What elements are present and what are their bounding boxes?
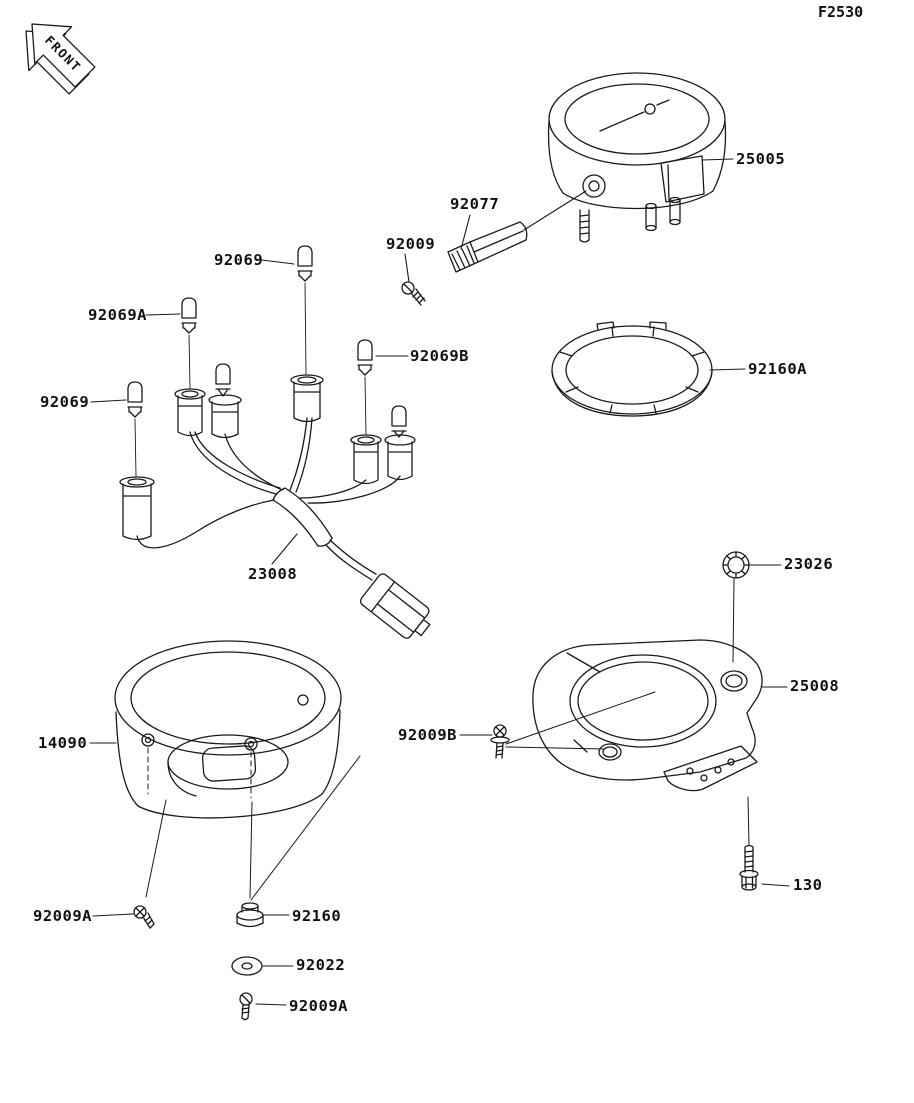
- knob-drawing: [447, 190, 587, 273]
- grommet-cap-drawing: [722, 551, 782, 663]
- meter-bracket-drawing: [532, 639, 788, 792]
- part-label-92022: 92022: [296, 956, 346, 974]
- meter-case-drawing: [89, 640, 361, 901]
- screw-92009a-left-drawing: [92, 905, 155, 929]
- part-label-25008: 25008: [790, 677, 840, 695]
- damper-drawing: [236, 902, 290, 928]
- part-label-92009: 92009: [386, 235, 436, 253]
- part-label-92069b: 92069B: [410, 347, 469, 365]
- part-label-92160a: 92160A: [748, 360, 807, 378]
- part-label-92077: 92077: [450, 195, 500, 213]
- part-label-92009b: 92009B: [398, 726, 457, 744]
- part-label-23026: 23026: [784, 555, 834, 573]
- part-label-23008: 23008: [248, 565, 298, 583]
- part-label-14090: 14090: [38, 734, 88, 752]
- part-label-130: 130: [793, 876, 823, 894]
- part-label-92069-top: 92069: [214, 251, 264, 269]
- part-label-92009a-bottom: 92009A: [289, 997, 348, 1015]
- bolt-130-drawing: [739, 796, 790, 891]
- figure-number: F2530: [818, 3, 864, 21]
- screw-92009a-bottom-drawing: [239, 992, 287, 1021]
- part-label-92009a-left: 92009A: [33, 907, 92, 925]
- meter-assembly-drawing: [547, 72, 734, 243]
- bulb-drawings: [127, 245, 407, 477]
- screw-92009b-drawing: [459, 691, 656, 759]
- washer-drawing: [231, 956, 294, 976]
- bulb-socket-drawings: [119, 374, 416, 541]
- front-arrow: FRONT: [25, 23, 96, 95]
- part-label-25005: 25005: [736, 150, 786, 168]
- screw-92009-drawing: [401, 253, 426, 306]
- leader-lines: [90, 259, 409, 403]
- connector-drawing: [359, 573, 431, 639]
- part-label-92069-left: 92069: [40, 393, 90, 411]
- wiring-harness-drawing: [136, 417, 431, 639]
- part-label-92160: 92160: [292, 907, 342, 925]
- part-label-92069a: 92069A: [88, 306, 147, 324]
- damper-ring-drawing: [551, 321, 746, 417]
